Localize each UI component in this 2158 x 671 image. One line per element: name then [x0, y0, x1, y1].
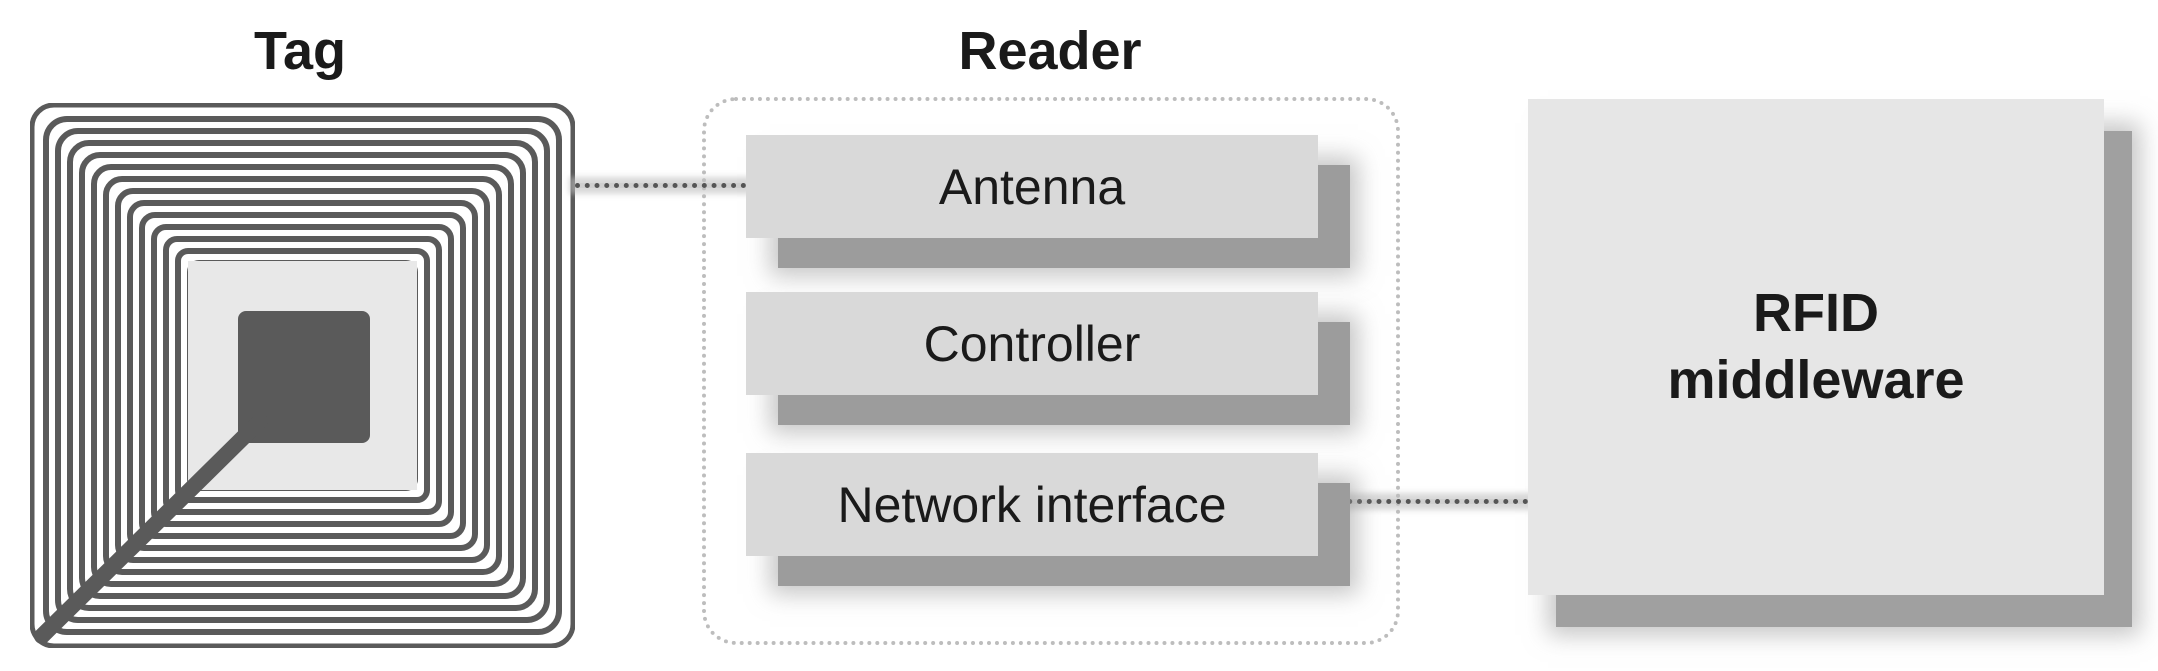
reader-frame — [702, 97, 1400, 645]
rfid-tag-coil-icon — [30, 103, 575, 648]
middleware-box: RFID middleware — [1528, 99, 2104, 595]
network-middleware-link — [1318, 499, 1528, 504]
antenna-box: Antenna — [746, 135, 1318, 238]
tag-antenna-link — [575, 183, 746, 188]
controller-box: Controller — [746, 292, 1318, 395]
middleware-label-line2: middleware — [1667, 350, 1965, 410]
network-interface-box: Network interface — [746, 453, 1318, 556]
middleware-label-line1: RFID — [1753, 282, 1879, 343]
reader-title: Reader — [958, 21, 1142, 81]
tag-title: Tag — [254, 21, 346, 81]
